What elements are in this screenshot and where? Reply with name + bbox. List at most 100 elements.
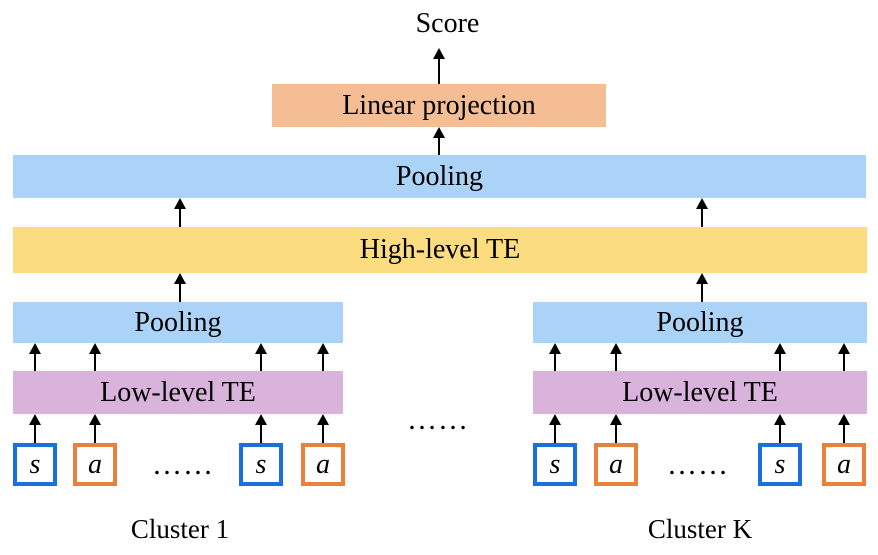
arrowhead-icon [610,414,622,425]
cluster1-ellipsis: …… [152,447,214,481]
clusterK-pooling-label: Pooling [656,306,744,338]
arrow-up-icon [548,343,562,371]
action-box: a [301,443,345,486]
arrow-stem [260,354,262,371]
arrow-up-icon [88,414,102,443]
arrowhead-icon [838,343,850,354]
arrow-stem [843,354,845,371]
clusterK-low-level-te-box: Low-level TE [533,371,867,414]
arrow-stem [322,425,324,443]
arrow-stem [94,354,96,371]
arrow-stem [701,284,703,302]
clusterK-low-level-te-label: Low-level TE [622,376,778,408]
arrow-stem [260,425,262,443]
arrow-up-icon [773,343,787,371]
arrow-stem [615,354,617,371]
high-level-te-bar: High-level TE [13,227,867,273]
arrow-up-icon [28,343,42,371]
arrow-stem [615,425,617,443]
arrowhead-icon [255,414,267,425]
action-box: a [594,443,638,486]
action-label: a [88,448,102,480]
arrowhead-icon [696,273,708,284]
arrow-up-icon [432,127,446,155]
arrow-up-icon [254,414,268,443]
arrowhead-icon [174,198,186,209]
arrow-stem [701,209,703,227]
between-clusters-ellipsis: …… [407,402,469,436]
arrow-up-icon [548,414,562,443]
arrow-up-icon [254,343,268,371]
action-box: a [73,443,117,486]
arrow-up-icon [609,414,623,443]
arrowhead-icon [696,198,708,209]
arrowhead-icon [549,343,561,354]
state-box: s [758,443,802,486]
clusterK-pooling-box: Pooling [533,302,867,343]
arrowhead-icon [774,414,786,425]
arrow-up-icon [173,198,187,227]
cluster1-pooling-box: Pooling [13,302,343,343]
arrowhead-icon [29,343,41,354]
arrow-stem [554,354,556,371]
arrowhead-icon [433,127,445,138]
arrow-up-icon [432,48,446,84]
linear-projection-box: Linear projection [272,84,606,127]
arrowhead-icon [255,343,267,354]
state-box: s [533,443,577,486]
arrowhead-icon [29,414,41,425]
arrow-up-icon [695,273,709,302]
arrow-up-icon [316,343,330,371]
arrow-up-icon [837,414,851,443]
arrow-stem [34,425,36,443]
arrow-up-icon [695,198,709,227]
arrowhead-icon [549,414,561,425]
arrowhead-icon [89,343,101,354]
arrow-up-icon [173,273,187,302]
arrow-stem [779,354,781,371]
arrow-up-icon [609,343,623,371]
state-box: s [239,443,283,486]
arrow-stem [554,425,556,443]
cluster1-low-level-te-label: Low-level TE [100,376,256,408]
arrowhead-icon [774,343,786,354]
arrow-stem [179,209,181,227]
action-label: a [609,448,623,480]
high-level-te-label: High-level TE [359,234,521,265]
cluster1-label: Cluster 1 [130,513,230,544]
action-label: a [316,448,330,480]
arrow-up-icon [88,343,102,371]
action-label: a [837,448,851,480]
arrowhead-icon [838,414,850,425]
arrow-stem [779,425,781,443]
arrow-stem [322,354,324,371]
arrow-stem [34,354,36,371]
state-label: s [255,448,267,480]
arrow-up-icon [316,414,330,443]
global-pooling-bar: Pooling [13,155,866,198]
arrow-stem [94,425,96,443]
state-label: s [29,448,41,480]
cluster1-low-level-te-box: Low-level TE [13,371,343,414]
arrowhead-icon [174,273,186,284]
state-label: s [549,448,561,480]
arrow-stem [438,138,440,155]
arrow-up-icon [28,414,42,443]
arrowhead-icon [317,414,329,425]
score-label: Score [415,8,480,39]
arrowhead-icon [433,48,445,59]
arrow-up-icon [837,343,851,371]
clusterK-label: Cluster K [647,513,753,544]
arrowhead-icon [89,414,101,425]
clusterK-ellipsis: …… [667,447,729,481]
arrowhead-icon [610,343,622,354]
arrow-up-icon [773,414,787,443]
action-box: a [822,443,866,486]
arrowhead-icon [317,343,329,354]
global-pooling-label: Pooling [395,160,484,192]
arrow-stem [843,425,845,443]
state-label: s [774,448,786,480]
arrow-stem [179,284,181,302]
cluster1-pooling-label: Pooling [134,306,222,338]
linear-projection-label: Linear projection [342,89,536,121]
